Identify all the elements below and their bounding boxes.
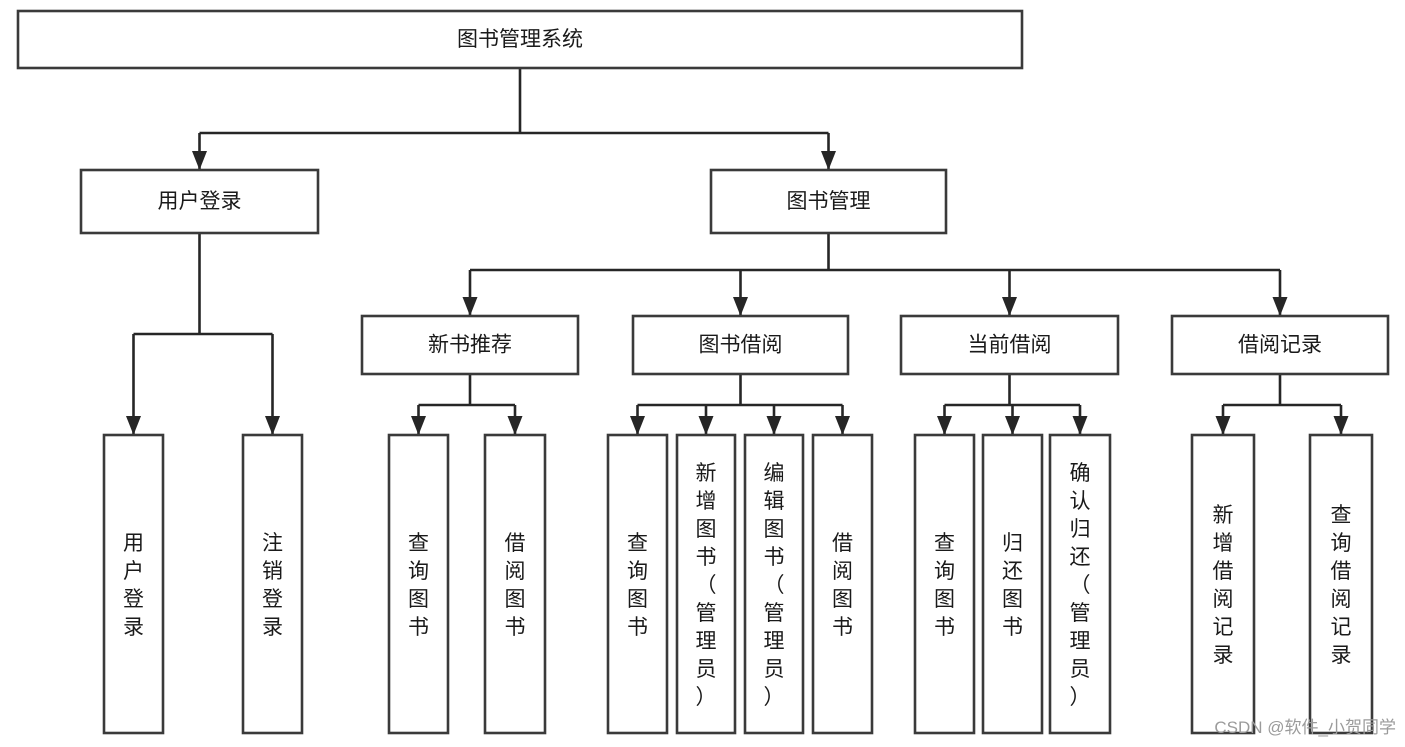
node-label: 查询借阅记录 [1331,504,1352,667]
node-record-add[interactable]: 新增借阅记录 [1190,433,1256,735]
node-box[interactable] [811,433,874,735]
node-label: 查询图书 [934,532,955,639]
arrow-head-icon [265,416,280,435]
node-label: 查询图书 [627,532,648,639]
node-label: 注销登录 [262,532,283,639]
arrow-head-icon [411,416,426,435]
arrow-head-icon [733,297,748,316]
arrow-head-icon [126,416,141,435]
arrow-head-icon [937,416,952,435]
node-borrow-record[interactable]: 借阅记录 [1170,314,1390,376]
node-borrow-add-book[interactable]: 新增图书（管理员） [675,433,737,735]
arrow-head-icon [1002,297,1017,316]
node-label: 归还图书 [1002,532,1023,639]
node-user-logout[interactable]: 注销登录 [241,433,304,735]
arrow-head-icon [766,416,782,435]
node-current-query-book[interactable]: 查询图书 [913,433,976,735]
node-box[interactable] [102,433,165,735]
node-box[interactable] [913,433,976,735]
node-box[interactable] [1170,314,1390,376]
node-label: 图书管理 [787,190,871,213]
node-box[interactable] [1190,433,1256,735]
node-label: 图书借阅 [699,334,783,357]
node-label: 借阅图书 [505,532,526,639]
node-box[interactable] [483,433,547,735]
node-label: 确认归还（管理员） [1070,462,1091,709]
node-label: 借阅图书 [832,532,853,639]
node-new-book-recommend[interactable]: 新书推荐 [360,314,580,376]
node-user-login-do[interactable]: 用户登录 [102,433,165,735]
node-label: 图书管理系统 [457,28,583,51]
node-box[interactable] [360,314,580,376]
node-record-query[interactable]: 查询借阅记录 [1308,433,1374,735]
node-borrow-edit-book[interactable]: 编辑图书（管理员） [743,433,805,735]
node-book-borrow[interactable]: 图书借阅 [631,314,850,376]
node-recommend-query-book[interactable]: 查询图书 [387,433,450,735]
node-box[interactable] [1308,433,1374,735]
arrow-head-icon [630,416,645,435]
node-box[interactable] [709,168,948,235]
node-box[interactable] [16,9,1024,70]
nodes-layer: 图书管理系统用户登录用户登录注销登录图书管理新书推荐查询图书借阅图书图书借阅查询… [16,9,1390,735]
node-current-return-book[interactable]: 归还图书 [981,433,1044,735]
node-label: 编辑图书（管理员） [764,462,785,709]
arrow-head-icon [1333,416,1349,435]
node-box[interactable] [606,433,669,735]
node-current-confirm-return[interactable]: 确认归还（管理员） [1048,433,1112,735]
arrow-head-icon [1072,416,1088,435]
node-box[interactable] [1048,433,1112,735]
node-label: 用户登录 [158,190,242,213]
node-box[interactable] [631,314,850,376]
connectors-layer [126,68,1349,435]
arrow-head-icon [1215,416,1231,435]
arrow-head-icon [1272,297,1288,316]
node-book-manage[interactable]: 图书管理 [709,168,948,235]
node-current-borrow[interactable]: 当前借阅 [899,314,1120,376]
node-borrow-query-book[interactable]: 查询图书 [606,433,669,735]
node-box[interactable] [241,433,304,735]
arrow-head-icon [192,151,207,170]
node-user-login[interactable]: 用户登录 [79,168,320,235]
node-recommend-borrow-book[interactable]: 借阅图书 [483,433,547,735]
node-box[interactable] [79,168,320,235]
node-label: 用户登录 [123,532,144,639]
node-label: 新增借阅记录 [1213,504,1234,667]
arrow-head-icon [821,151,836,170]
arrow-head-icon [698,416,714,435]
csdn-watermark: CSDN @软件_小贺同学 [1214,718,1396,737]
node-borrow-borrow-book[interactable]: 借阅图书 [811,433,874,735]
node-label: 新书推荐 [428,334,512,357]
node-box[interactable] [387,433,450,735]
node-label: 当前借阅 [968,334,1052,357]
node-box[interactable] [899,314,1120,376]
node-box[interactable] [743,433,805,735]
node-label: 新增图书（管理员） [696,462,717,709]
arrow-head-icon [462,297,478,316]
node-label: 借阅记录 [1238,334,1322,357]
node-label: 查询图书 [408,532,429,639]
arrow-head-icon [835,416,850,435]
node-root[interactable]: 图书管理系统 [16,9,1024,70]
arrow-head-icon [1005,416,1020,435]
node-box[interactable] [675,433,737,735]
arrow-head-icon [507,416,523,435]
node-box[interactable] [981,433,1044,735]
